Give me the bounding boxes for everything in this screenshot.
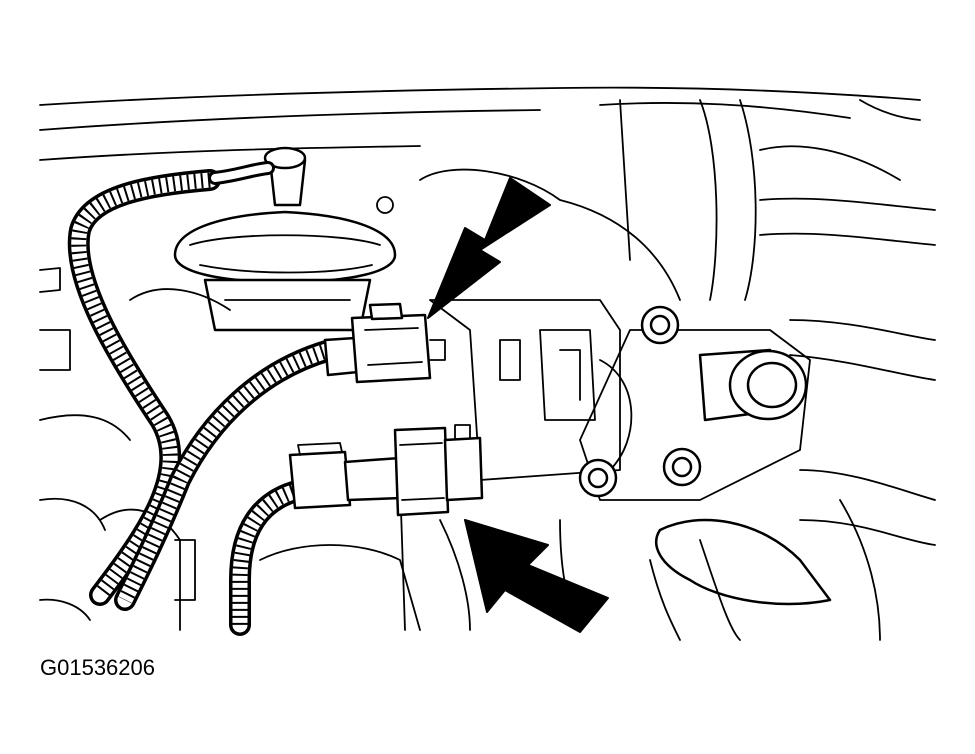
wiring-harness-upper: [114, 339, 341, 611]
flange-assembly: [578, 305, 811, 501]
arrow-upper: [427, 177, 551, 319]
outlet-pipe: [698, 348, 808, 422]
figure-code: G01536206: [40, 655, 155, 680]
right-hoses: [619, 99, 936, 546]
arrow-lower: [464, 519, 609, 633]
wiring-harness-lower: [229, 479, 311, 636]
egr-valve: [173, 146, 397, 332]
lower-connector: [288, 424, 484, 517]
pigtail-wire: [208, 161, 275, 185]
bolt-lower-left: [578, 458, 618, 498]
bolt-upper: [640, 305, 680, 345]
upper-connector: [323, 302, 446, 384]
bolt-lower-right: [662, 447, 702, 487]
background-lines: [39, 86, 921, 621]
lower-hose: [559, 499, 881, 641]
